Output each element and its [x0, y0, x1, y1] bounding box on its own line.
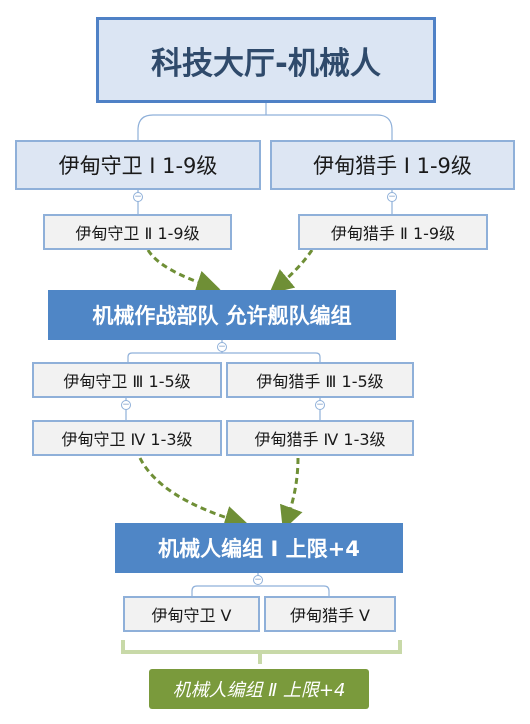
node-hunter-5[interactable]: 伊甸猎手 Ⅴ [264, 596, 396, 632]
node-guard-1[interactable]: 伊甸守卫 Ⅰ 1-9级 [15, 140, 261, 190]
summary-note[interactable]: 机械人编组 Ⅱ 上限+4 [149, 669, 369, 709]
root-topic[interactable]: 科技大厅-机械人 [96, 17, 436, 103]
node-guard-2[interactable]: 伊甸守卫 Ⅱ 1-9级 [43, 214, 232, 250]
node-guard-4[interactable]: 伊甸守卫 Ⅳ 1-3级 [32, 420, 222, 456]
summary-bracket [121, 640, 402, 664]
hub-fleet-formation-unlock[interactable]: 机械作战部队 允许舰队编组 [48, 290, 396, 340]
collapse-toggle-hunter-1[interactable]: − [387, 192, 397, 202]
collapse-toggle-guard-1[interactable]: − [133, 192, 143, 202]
collapse-toggle-hunter-3[interactable]: − [315, 400, 325, 410]
collapse-toggle-guard-3[interactable]: − [121, 400, 131, 410]
collapse-toggle-hub-2[interactable]: − [253, 575, 263, 585]
collapse-toggle-hub-1[interactable]: − [217, 342, 227, 352]
node-guard-5[interactable]: 伊甸守卫 Ⅴ [123, 596, 260, 632]
arrow-hunter2-to-unlock1 [269, 249, 314, 294]
arrow-hunter4-to-unlock2 [280, 457, 303, 531]
node-hunter-4[interactable]: 伊甸猎手 Ⅳ 1-3级 [226, 420, 414, 456]
node-hunter-1[interactable]: 伊甸猎手 Ⅰ 1-9级 [270, 140, 515, 190]
node-hunter-3[interactable]: 伊甸猎手 Ⅲ 1-5级 [226, 362, 414, 398]
hub-robot-formation-cap[interactable]: 机械人编组 Ⅰ 上限+4 [115, 523, 403, 573]
arrow-guard2-to-unlock1 [146, 249, 221, 294]
root-branch-line [137, 103, 393, 140]
node-guard-3[interactable]: 伊甸守卫 Ⅲ 1-5级 [32, 362, 222, 398]
node-hunter-2[interactable]: 伊甸猎手 Ⅱ 1-9级 [298, 214, 488, 250]
arrow-guard4-to-unlock2 [138, 457, 249, 530]
